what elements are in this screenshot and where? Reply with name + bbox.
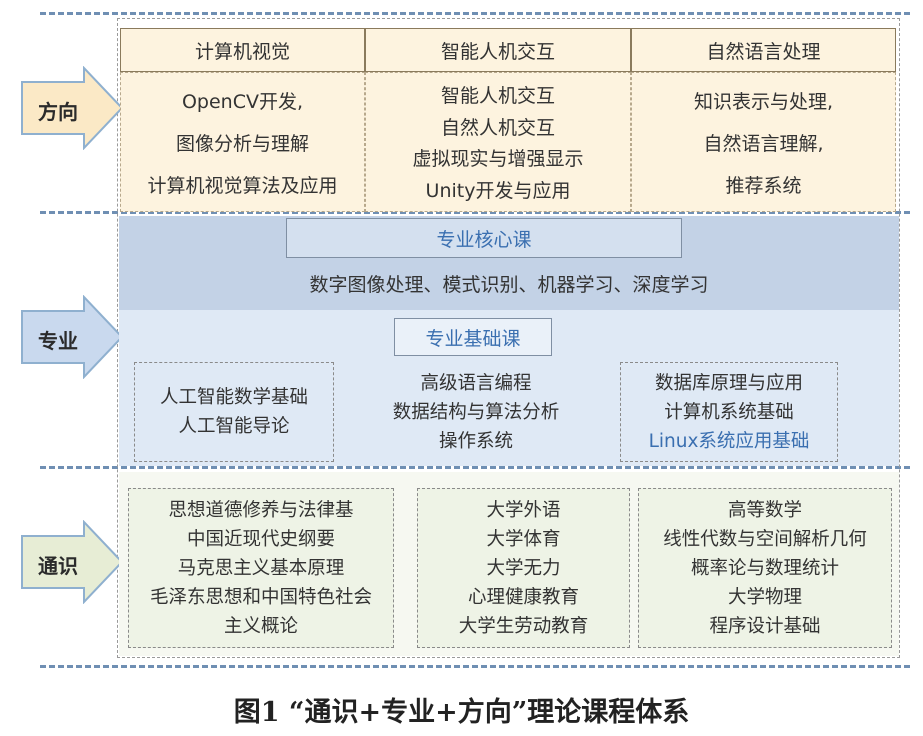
major-basic-item: 数据库原理与应用	[654, 372, 803, 394]
major-basic-item: 操作系统	[438, 430, 513, 452]
general-item: 大学生劳动教育	[458, 615, 589, 637]
figure-caption: 图1 “通识+专业+方向”理论课程体系	[233, 697, 690, 728]
direction-col3-item: 知识表示与处理,	[693, 90, 834, 113]
general-item: 主义概论	[223, 615, 298, 637]
arrow-major-icon	[21, 295, 124, 379]
major-basic-group-2: 高级语言编程 数据结构与算法分析 操作系统	[334, 362, 618, 462]
level-label-direction: 方向	[38, 100, 78, 124]
level-label-major: 专业	[38, 329, 78, 353]
direction-col1-title: 计算机视觉	[120, 28, 365, 72]
major-basic-item: 高级语言编程	[420, 372, 532, 394]
direction-col1-item: 图像分析与理解	[175, 132, 309, 155]
separator-direction-major	[40, 211, 910, 214]
general-group-2: 大学外语 大学体育 大学无力 心理健康教育 大学生劳动教育	[417, 488, 630, 648]
general-item: 线性代数与空间解析几何	[663, 528, 867, 550]
direction-col2-list: 智能人机交互 自然人机交互 虚拟现实与增强显示 Unity开发与应用	[365, 72, 631, 212]
general-item: 高等数学	[727, 499, 802, 521]
direction-col1-item: 计算机视觉算法及应用	[147, 174, 338, 197]
direction-col3-item: 自然语言理解,	[703, 132, 824, 155]
general-item: 概率论与数理统计	[690, 557, 839, 579]
separator-major-general	[40, 466, 910, 469]
general-item: 大学无力	[486, 557, 561, 579]
major-core-courses: 数字图像处理、模式识别、机器学习、深度学习	[309, 274, 709, 296]
general-item: 大学物理	[727, 586, 802, 608]
general-item: 大学体育	[486, 528, 561, 550]
major-basic-item: 人工智能导论	[178, 416, 290, 437]
major-core-title: 专业核心课	[286, 218, 682, 258]
general-item: 中国近现代史纲要	[186, 528, 335, 550]
direction-col2-title: 智能人机交互	[365, 28, 631, 72]
general-item: 心理健康教育	[467, 586, 579, 608]
major-basic-item: Linux系统应用基础	[648, 430, 810, 452]
direction-col2-item: 自然人机交互	[440, 116, 555, 139]
major-basic-item: 计算机系统基础	[664, 401, 794, 423]
arrow-direction-icon	[21, 66, 124, 150]
direction-col2-item: 虚拟现实与增强显示	[412, 148, 584, 171]
general-item: 思想道德修养与法律基	[168, 499, 354, 521]
major-basic-title: 专业基础课	[394, 318, 552, 356]
direction-col1-item: OpenCV开发,	[181, 90, 304, 113]
direction-col2-item: Unity开发与应用	[425, 179, 571, 202]
general-item: 大学外语	[486, 499, 561, 521]
general-group-3: 高等数学 线性代数与空间解析几何 概率论与数理统计 大学物理 程序设计基础	[638, 488, 892, 648]
separator-bottom	[40, 665, 910, 668]
level-label-general: 通识	[38, 554, 78, 578]
general-item: 马克思主义基本原理	[177, 557, 345, 579]
general-item: 程序设计基础	[709, 615, 821, 637]
general-item: 毛泽东思想和中国特色社会	[149, 586, 372, 608]
major-basic-group-1: 人工智能数学基础 人工智能导论	[134, 362, 334, 462]
direction-col2-item: 智能人机交互	[440, 85, 555, 108]
direction-col3-title: 自然语言处理	[631, 28, 896, 72]
separator-top	[40, 12, 910, 15]
direction-col1-list: OpenCV开发, 图像分析与理解 计算机视觉算法及应用	[120, 72, 365, 212]
major-basic-item: 人工智能数学基础	[159, 387, 308, 408]
direction-col3-list: 知识表示与处理, 自然语言理解, 推荐系统	[631, 72, 896, 212]
direction-col3-item: 推荐系统	[725, 174, 802, 197]
arrow-general-icon	[21, 520, 124, 604]
major-basic-item: 数据结构与算法分析	[392, 401, 560, 423]
general-group-1: 思想道德修养与法律基 中国近现代史纲要 马克思主义基本原理 毛泽东思想和中国特色…	[128, 488, 394, 648]
major-basic-group-3: 数据库原理与应用 计算机系统基础 Linux系统应用基础	[620, 362, 838, 462]
